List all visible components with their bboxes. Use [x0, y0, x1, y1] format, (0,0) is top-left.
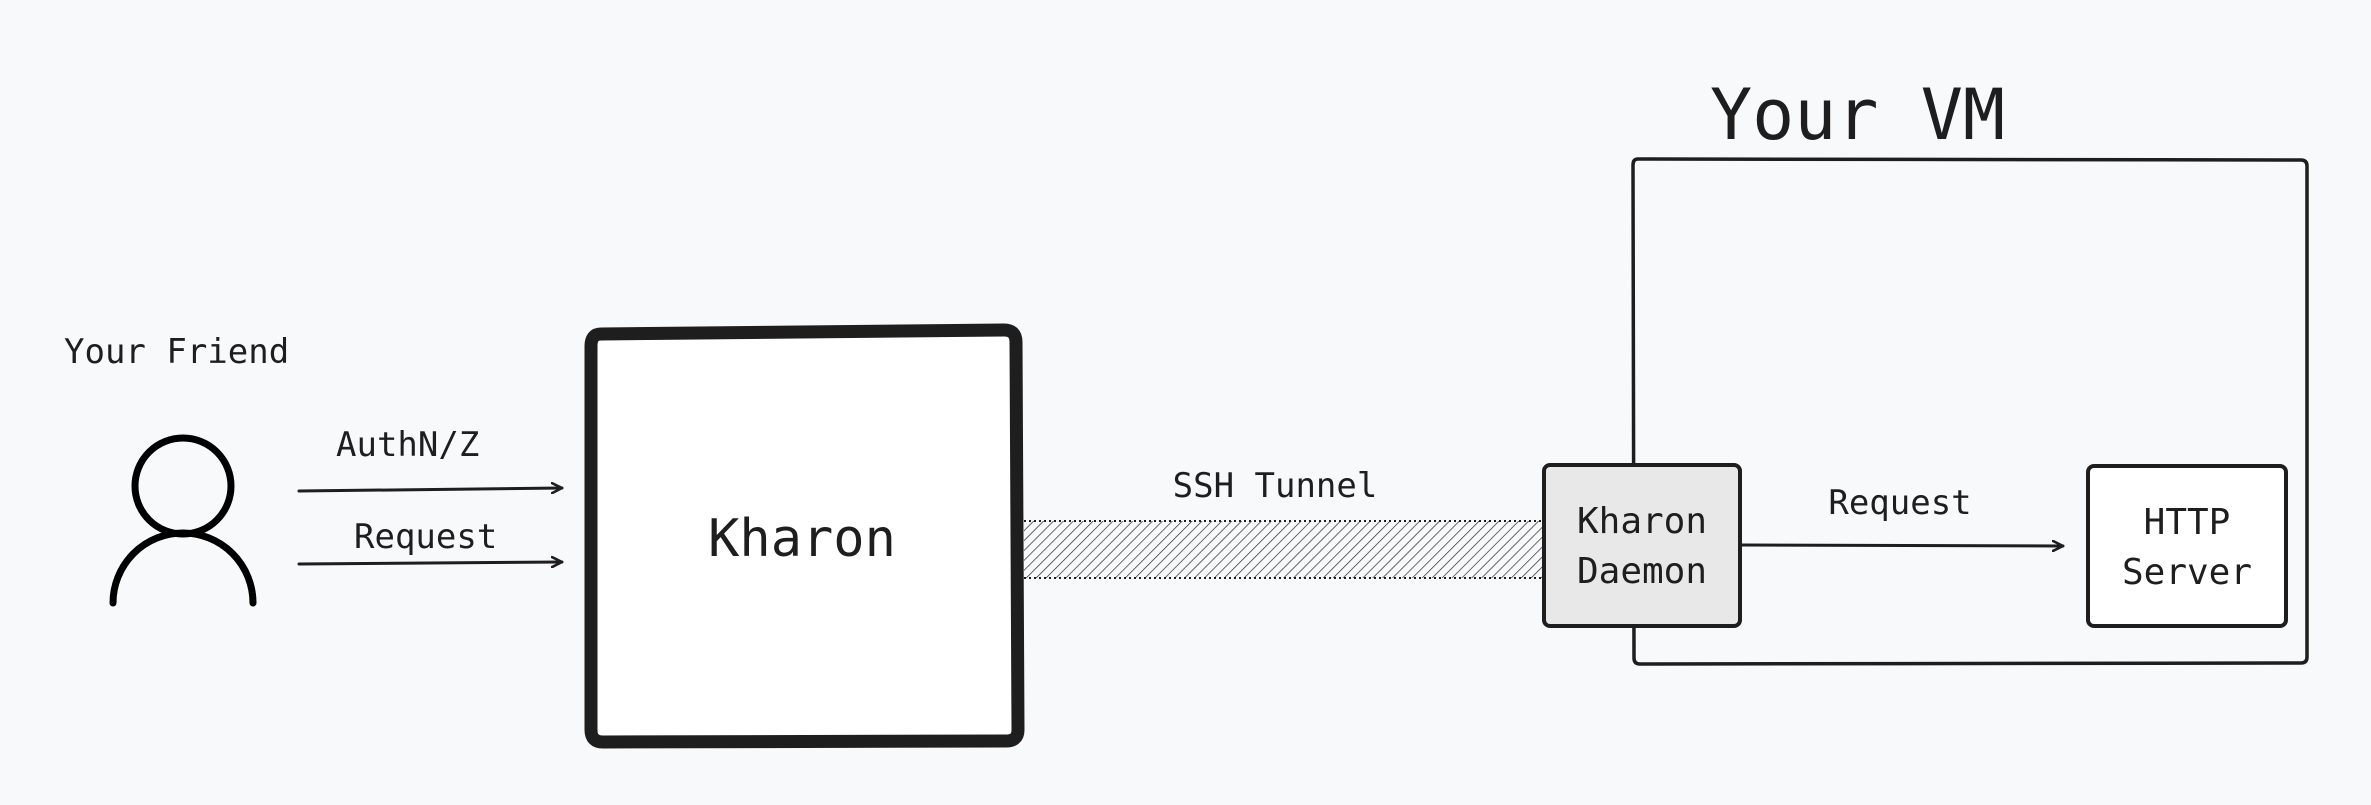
person-icon — [109, 434, 257, 607]
friend-label: Your Friend — [64, 332, 289, 372]
kharon-box — [584, 323, 1025, 749]
vm-title: Your VM — [1710, 74, 2005, 156]
request-left-arrow — [297, 562, 564, 564]
authnz-arrow — [297, 488, 564, 491]
http-label-line1: HTTP — [2144, 502, 2231, 543]
daemon-label-line2: Daemon — [1577, 551, 1707, 592]
vm-box — [1631, 157, 2309, 666]
http-label-line2: Server — [2122, 552, 2252, 593]
daemon-label-line1: Kharon — [1577, 501, 1707, 542]
request-right-label: Request — [1828, 483, 1971, 523]
http-server-box — [2086, 464, 2288, 628]
ssh-tunnel-label: SSH Tunnel — [1173, 466, 1378, 506]
kharon-daemon-box — [1542, 463, 1742, 628]
ssh-tunnel — [1024, 520, 1544, 579]
request-left-label: Request — [354, 517, 497, 557]
authnz-label: AuthN/Z — [336, 425, 479, 465]
kharon-label: Kharon — [708, 509, 896, 569]
request-right-arrow — [1740, 545, 2065, 546]
